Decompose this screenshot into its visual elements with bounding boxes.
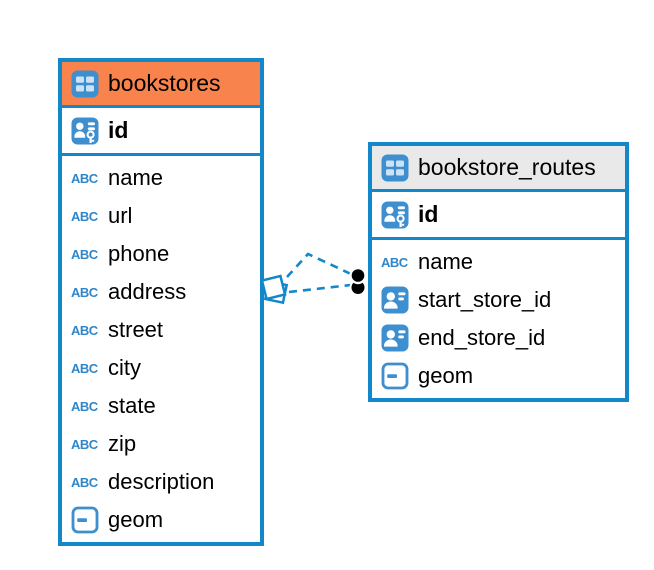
- column-name: end_store_id: [418, 325, 546, 350]
- column-row-geom[interactable]: geom: [372, 357, 625, 395]
- text-type-icon: ABC: [71, 398, 98, 414]
- table-title: bookstores: [108, 70, 221, 96]
- table-title: bookstore_routes: [418, 154, 596, 180]
- column-row-zip[interactable]: ABC zip: [62, 425, 260, 463]
- column-name: street: [108, 317, 164, 342]
- column-name: city: [108, 355, 141, 380]
- column-list: ABC name start_store_id: [372, 240, 625, 398]
- column-name: name: [418, 249, 474, 274]
- column-row-url[interactable]: ABC url: [62, 197, 260, 235]
- column-name: name: [108, 165, 164, 190]
- column-row-street[interactable]: ABC street: [62, 311, 260, 349]
- column-row-id[interactable]: id: [372, 192, 625, 240]
- column-name: id: [108, 117, 129, 143]
- text-type-icon: ABC: [71, 284, 98, 300]
- text-type-icon: ABC: [71, 322, 98, 338]
- text-type-icon: ABC: [71, 360, 98, 376]
- table-header-bookstore-routes[interactable]: bookstore_routes: [372, 146, 625, 192]
- column-row-description[interactable]: ABC description: [62, 463, 260, 501]
- table-icon: [71, 70, 99, 97]
- column-row-name[interactable]: ABC name: [372, 243, 625, 281]
- column-name: phone: [108, 241, 170, 266]
- relationship-line[interactable]: [288, 283, 352, 294]
- column-name: id: [418, 201, 439, 227]
- table-header-bookstores[interactable]: bookstores: [62, 62, 260, 108]
- relationship-line[interactable]: [286, 252, 352, 278]
- text-type-icon: ABC: [71, 246, 98, 262]
- column-name: geom: [418, 363, 474, 388]
- table-bookstores[interactable]: bookstores id ABC name ABC url: [58, 58, 264, 546]
- geometry-type-icon: [71, 506, 99, 534]
- column-row-end-store-id[interactable]: end_store_id: [372, 319, 625, 357]
- column-row-state[interactable]: ABC state: [62, 387, 260, 425]
- text-type-icon: ABC: [71, 436, 98, 452]
- column-name: url: [108, 203, 133, 228]
- column-row-phone[interactable]: ABC phone: [62, 235, 260, 273]
- column-name: start_store_id: [418, 287, 552, 312]
- column-name: state: [108, 393, 156, 418]
- column-name: address: [108, 279, 187, 304]
- text-type-icon: ABC: [71, 208, 98, 224]
- column-name: zip: [108, 431, 137, 456]
- foreign-key-type-icon: [381, 286, 409, 314]
- relationship-diamond-marker[interactable]: [260, 274, 289, 305]
- relationship-dot-marker[interactable]: [349, 266, 367, 296]
- text-type-icon: ABC: [71, 170, 98, 186]
- column-row-address[interactable]: ABC address: [62, 273, 260, 311]
- text-type-icon: ABC: [71, 474, 98, 490]
- primary-key-icon: [71, 117, 99, 144]
- foreign-key-type-icon: [381, 324, 409, 352]
- column-row-city[interactable]: ABC city: [62, 349, 260, 387]
- column-name: geom: [108, 507, 164, 532]
- column-row-id[interactable]: id: [62, 108, 260, 156]
- table-bookstore-routes[interactable]: bookstore_routes id ABC name: [368, 142, 629, 402]
- table-icon: [381, 154, 409, 181]
- column-row-geom[interactable]: geom: [62, 501, 260, 539]
- column-name: description: [108, 469, 215, 494]
- geometry-type-icon: [381, 362, 409, 390]
- column-row-name[interactable]: ABC name: [62, 159, 260, 197]
- primary-key-icon: [381, 201, 409, 228]
- text-type-icon: ABC: [381, 254, 408, 270]
- column-row-start-store-id[interactable]: start_store_id: [372, 281, 625, 319]
- column-list: ABC name ABC url ABC phone ABC address A…: [62, 156, 260, 542]
